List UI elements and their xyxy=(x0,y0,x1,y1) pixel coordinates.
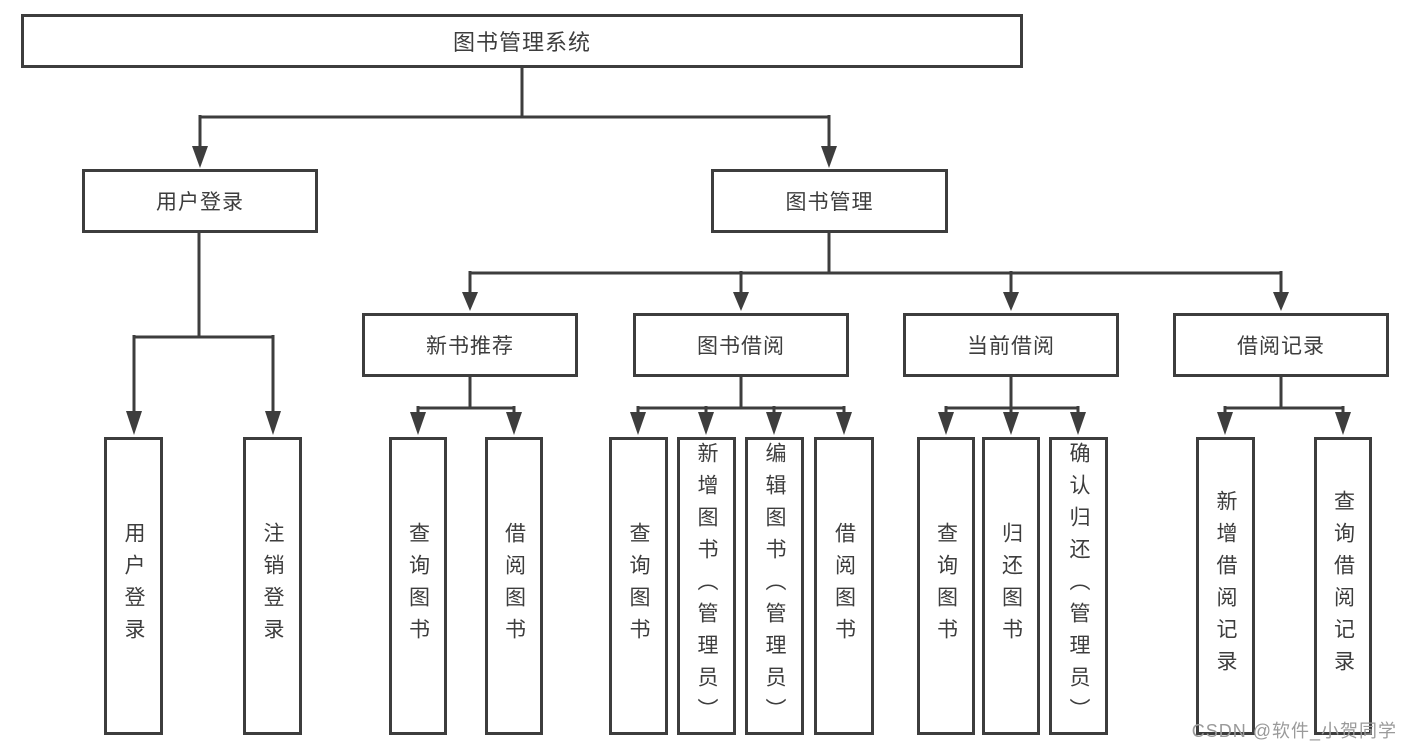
node-book-management: 图书管理 xyxy=(711,169,948,233)
node-new-book-recommend: 新书推荐 xyxy=(362,313,578,377)
leaf-add-books-admin: 新增图书（管理员） xyxy=(677,437,736,735)
leaf-edit-books-admin: 编辑图书（管理员） xyxy=(745,437,804,735)
arrowheads xyxy=(126,146,1351,435)
node-label: 当前借阅 xyxy=(967,335,1055,358)
node-label: 借阅记录 xyxy=(1237,335,1325,358)
leaf-label: 编辑图书（管理员） xyxy=(763,442,786,730)
leaf-return-books: 归还图书 xyxy=(982,437,1040,735)
node-label: 图书借阅 xyxy=(697,335,785,358)
leaf-label: 借阅图书 xyxy=(502,522,526,650)
node-book-borrow: 图书借阅 xyxy=(633,313,849,377)
leaf-label: 查询借阅记录 xyxy=(1331,490,1355,682)
leaf-label: 查询图书 xyxy=(406,522,430,650)
connector-paths xyxy=(132,68,1345,416)
node-label: 用户登录 xyxy=(156,191,244,214)
leaf-borrow-books-recommend: 借阅图书 xyxy=(485,437,543,735)
leaf-query-borrow-record: 查询借阅记录 xyxy=(1314,437,1372,735)
leaf-label: 借阅图书 xyxy=(832,522,856,650)
leaf-label: 归还图书 xyxy=(999,522,1023,650)
leaf-add-borrow-record: 新增借阅记录 xyxy=(1196,437,1255,735)
leaf-user-login: 用户登录 xyxy=(104,437,163,735)
node-borrow-records: 借阅记录 xyxy=(1173,313,1389,377)
node-root-library-system: 图书管理系统 xyxy=(21,14,1023,68)
leaf-borrow-books: 借阅图书 xyxy=(814,437,874,735)
leaf-label: 新增图书（管理员） xyxy=(695,442,718,730)
leaf-label: 查询图书 xyxy=(627,522,650,650)
leaf-query-books-current: 查询图书 xyxy=(917,437,975,735)
node-label: 图书管理系统 xyxy=(452,30,591,55)
node-user-login: 用户登录 xyxy=(82,169,318,233)
leaf-label: 查询图书 xyxy=(934,522,958,650)
node-current-borrow: 当前借阅 xyxy=(903,313,1119,377)
leaf-query-books-recommend: 查询图书 xyxy=(389,437,447,735)
node-label: 新书推荐 xyxy=(426,335,514,358)
leaf-label: 用户登录 xyxy=(122,522,145,650)
leaf-label: 新增借阅记录 xyxy=(1214,490,1237,682)
leaf-query-books-borrow: 查询图书 xyxy=(609,437,668,735)
leaf-logout: 注销登录 xyxy=(243,437,302,735)
leaf-label: 确认归还（管理员） xyxy=(1067,442,1090,730)
watermark: CSDN @软件_小贺同学 xyxy=(1191,721,1397,741)
leaf-label: 注销登录 xyxy=(261,522,284,650)
node-label: 图书管理 xyxy=(785,191,874,214)
leaf-confirm-return-admin: 确认归还（管理员） xyxy=(1049,437,1108,735)
